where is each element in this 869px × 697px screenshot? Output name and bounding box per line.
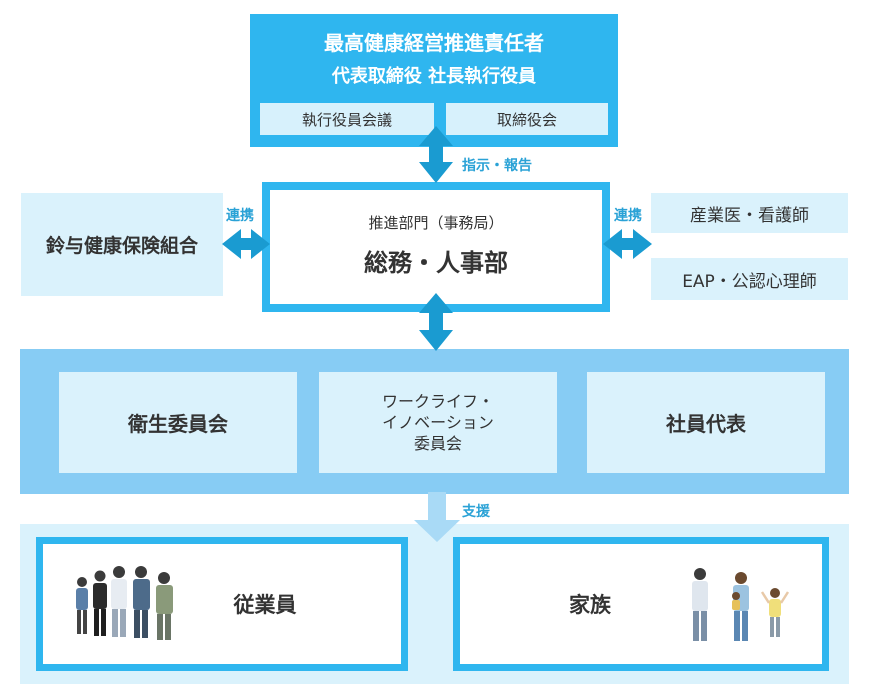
top-title: 最高健康経営推進責任者: [324, 30, 544, 55]
executive-meeting-box: 執行役員会議: [260, 103, 434, 135]
health-insurance-box: 鈴与健康保険組合: [21, 193, 223, 296]
double-arrow-horizontal-left-icon: [222, 229, 270, 259]
support-arrow-down-icon: [414, 492, 460, 542]
committee-line-3: 委員会: [413, 434, 462, 453]
double-arrow-vertical-top-icon: [419, 126, 453, 183]
health-committee-box: 衛生委員会: [59, 372, 297, 473]
family-box: [453, 537, 829, 671]
instruct-report-label: 指示・報告: [462, 158, 532, 174]
support-label: 支援: [462, 504, 490, 520]
double-arrow-horizontal-right-icon: [603, 229, 652, 259]
link-left-label: 連携: [226, 208, 254, 224]
family-group-icon: [692, 568, 790, 641]
secretariat-title: 総務・人事部: [364, 248, 508, 277]
secretariat-subtitle: 推進部門（事務局）: [368, 213, 504, 232]
committee-line-1: ワークライフ・: [381, 392, 494, 411]
work-life-innovation-committee-box: ワークライフ・ イノベーション 委員会: [319, 372, 557, 473]
employees-group-icon: [76, 566, 173, 640]
double-arrow-vertical-middle-icon: [419, 293, 453, 351]
occupational-physician-box: 産業医・看護師: [651, 193, 848, 233]
employee-representative-box: 社員代表: [587, 372, 825, 473]
family-label: 家族: [569, 593, 611, 617]
employees-label: 従業員: [233, 593, 297, 617]
link-right-label: 連携: [614, 208, 642, 224]
top-subtitle: 代表取締役 社長執行役員: [331, 66, 537, 87]
board-box: 取締役会: [446, 103, 608, 135]
committee-line-2: イノベーション: [382, 413, 494, 432]
eap-box: EAP・公認心理師: [651, 258, 848, 300]
